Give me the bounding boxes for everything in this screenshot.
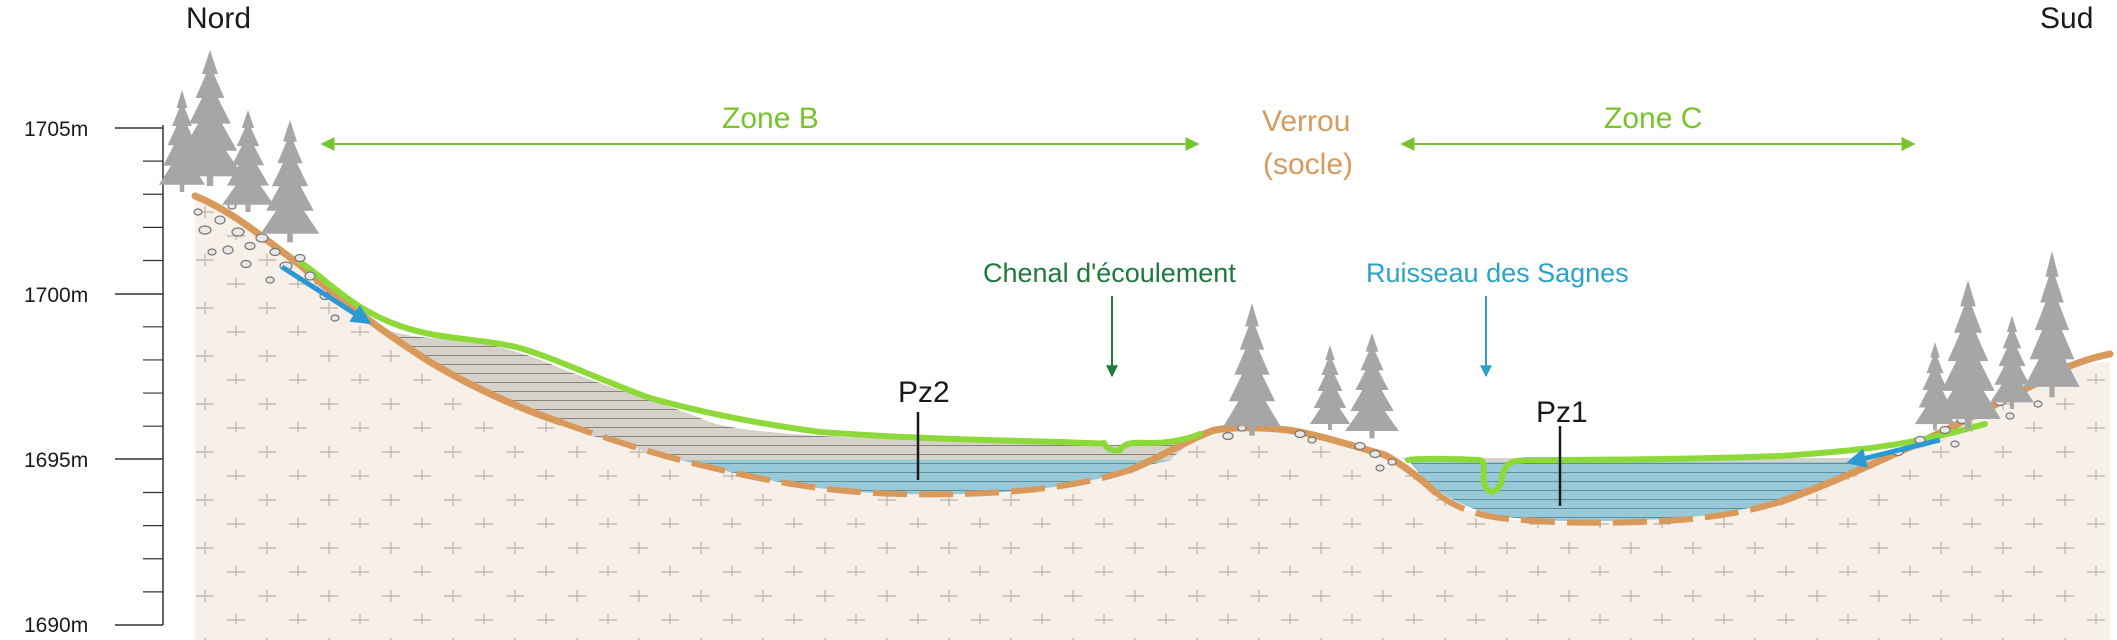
bedrock-pattern bbox=[195, 196, 2110, 640]
direction-label-south: Sud bbox=[2040, 2, 2093, 35]
bedrock-contact-zone-c-dashed bbox=[1433, 489, 1781, 526]
piezometer-pz1-label: Pz1 bbox=[1536, 396, 1588, 429]
flow-arrow-south bbox=[1846, 437, 1941, 468]
ruisseau-label: Ruisseau des Sagnes bbox=[1366, 258, 1629, 288]
ground-surface-zone-c bbox=[1405, 421, 1988, 495]
trees-verrou bbox=[1223, 303, 1399, 439]
trees-north bbox=[158, 50, 320, 243]
flow-arrow-north bbox=[280, 264, 372, 325]
verrou-label: Verrou bbox=[1262, 105, 1350, 138]
scree-verrou bbox=[1222, 424, 1397, 472]
elevation-label-1695: 1695m bbox=[24, 449, 88, 472]
piezometer-pz2-label: Pz2 bbox=[898, 376, 950, 409]
zone-b-label: Zone B bbox=[722, 102, 819, 135]
elevation-label-1700: 1700m bbox=[24, 284, 88, 307]
ground-surface-zone-b bbox=[297, 259, 1203, 454]
chenal-label: Chenal d'écoulement bbox=[983, 258, 1236, 288]
zone-c-label: Zone C bbox=[1604, 102, 1702, 135]
bedrock-contact-zone-b-dashed bbox=[558, 419, 1131, 498]
elevation-label-1705: 1705m bbox=[24, 118, 88, 141]
verrou-sublabel: (socle) bbox=[1263, 148, 1353, 181]
elevation-axis: 1705m 1700m 1695m 1690m bbox=[24, 118, 164, 637]
direction-label-north: Nord bbox=[186, 2, 251, 35]
elevation-label-1690: 1690m bbox=[24, 614, 88, 637]
